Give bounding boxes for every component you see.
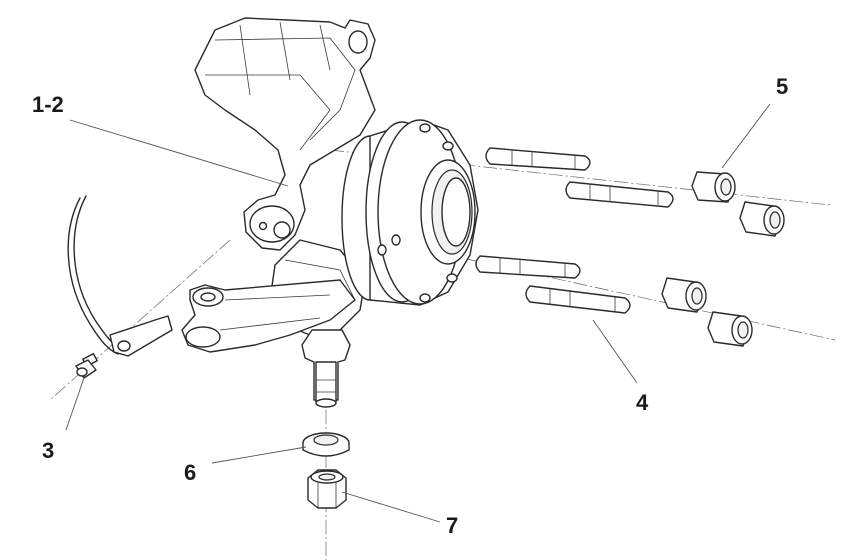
stud-4 xyxy=(525,285,631,314)
callout-7: 7 xyxy=(446,513,459,538)
wheel-studs xyxy=(475,147,674,314)
steering-knuckle xyxy=(181,17,376,408)
hex-nut xyxy=(307,469,347,509)
stud-3 xyxy=(475,255,581,279)
callout-3: 3 xyxy=(42,438,55,463)
nut-4 xyxy=(707,311,753,347)
wheel-hub xyxy=(341,119,479,306)
sensor-wire xyxy=(67,195,173,357)
callout-6: 6 xyxy=(184,460,197,485)
callout-4: 4 xyxy=(636,390,649,415)
callout-5: 5 xyxy=(776,74,789,99)
nut-3 xyxy=(661,277,707,313)
nut-2 xyxy=(739,201,785,237)
callout-1-2: 1-2 xyxy=(32,92,64,117)
stud-1 xyxy=(485,147,591,171)
nut-1 xyxy=(691,171,736,203)
sensor-bolt xyxy=(75,352,98,379)
washer xyxy=(302,432,350,457)
leader-lines xyxy=(65,103,771,523)
stud-2 xyxy=(565,181,674,208)
wheel-nuts xyxy=(661,171,785,347)
